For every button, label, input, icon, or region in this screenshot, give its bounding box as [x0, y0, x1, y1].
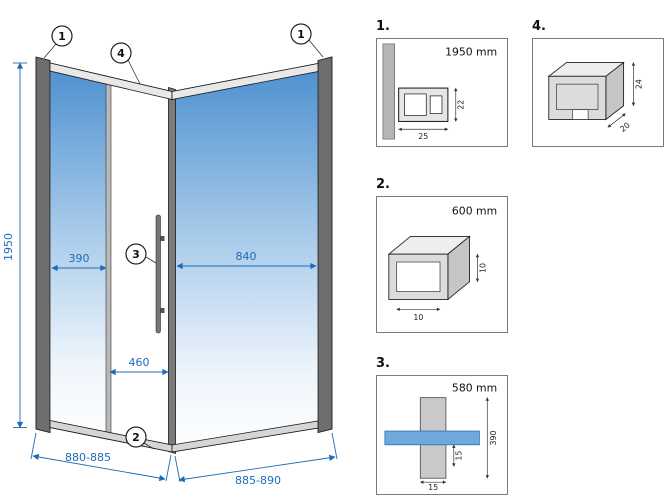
wall-profile-right — [317, 56, 333, 434]
detail-2-label: 2. — [376, 177, 390, 192]
handle-bracket-bottom — [159, 308, 165, 313]
callout-4-top-rail: 4 — [110, 42, 141, 85]
dim-height-label: 1950 — [2, 233, 15, 261]
dimension-width-front: 880-885 — [30, 432, 172, 482]
dimension-side-panel: 840 — [176, 250, 317, 270]
callout-1-left-number: 1 — [58, 30, 66, 43]
detail-3-label: 3. — [376, 356, 390, 371]
detail-2-dim-height: 10 — [478, 263, 487, 273]
sliding-door-glass — [107, 75, 173, 453]
dimension-door: 460 — [109, 356, 169, 376]
wall-profile-section — [398, 87, 449, 122]
corner-post — [168, 86, 176, 455]
callout-3-number: 3 — [132, 248, 140, 261]
detail-2-drawing: 600 mm 10 10 — [387, 205, 497, 322]
detail-2-size-label: 600 mm — [452, 205, 497, 218]
detail-4-dim-depth: 20 — [618, 121, 631, 134]
detail-3-dim-width: 15 — [428, 483, 438, 492]
glass-panel-section — [384, 430, 480, 446]
detail-1-dims: 22 25 — [398, 87, 466, 141]
callout-1-right-number: 1 — [297, 28, 305, 41]
door-handle — [155, 214, 165, 334]
dim-fixed-panel-label: 390 — [69, 252, 90, 265]
detail-1-label: 1. — [376, 19, 390, 34]
callout-2-number: 2 — [132, 431, 140, 444]
detail-3-size-label: 580 mm — [452, 382, 497, 395]
detail-4-label: 4. — [532, 19, 546, 34]
handle-bracket-top — [159, 236, 165, 241]
callout-2-bottom-rail: 2 — [125, 426, 155, 450]
handle-bar — [155, 214, 161, 334]
wall-section — [382, 43, 396, 140]
shower-enclosure-drawing: 1950 390 840 460 880-885 88 — [2, 23, 338, 487]
dim-width-side-label: 885-890 — [235, 474, 281, 487]
detail-4-dim-height: 24 — [634, 79, 643, 89]
callout-1-left: 1 — [43, 25, 73, 59]
callout-1-right: 1 — [290, 23, 324, 58]
detail-2-dim-width: 10 — [413, 313, 423, 322]
detail-2-dims: 10 10 — [396, 253, 487, 322]
dim-door-label: 460 — [129, 356, 150, 369]
detail-3-drawing: 580 mm 15 390 15 — [384, 382, 498, 492]
guide-profile-3d — [387, 235, 471, 301]
detail-1-dim-height: 22 — [457, 100, 466, 110]
detail-1-dim-width: 25 — [418, 132, 428, 141]
dim-width-front-label: 880-885 — [65, 451, 111, 464]
top-rail-profile-3d — [547, 61, 625, 121]
detail-1-box: 1950 mm 22 25 — [376, 38, 508, 147]
detail-3-dim-inset: 15 — [455, 451, 464, 461]
bottom-rail-side — [171, 420, 319, 453]
detail-1-drawing: 1950 mm 22 25 — [382, 43, 497, 141]
wall-profile-left — [35, 56, 51, 434]
top-rail-side — [171, 63, 319, 100]
door-mullion-profile — [105, 75, 112, 441]
detail-2-box: 600 mm 10 10 — [376, 196, 508, 333]
detail-4-box: 24 20 — [532, 38, 664, 147]
dimension-height: 1950 — [2, 62, 27, 429]
detail-1-size-label: 1950 mm — [445, 46, 497, 59]
detail-4-drawing: 24 20 — [547, 61, 643, 134]
callout-3-handle: 3 — [125, 243, 157, 265]
detail-3-box: 580 mm 15 390 15 — [376, 375, 508, 495]
dimension-width-side: 885-890 — [174, 432, 338, 487]
detail-3-dims: 15 390 15 — [419, 397, 498, 492]
dimension-fixed-panel: 390 — [51, 252, 107, 272]
detail-3-dim-length: 390 — [489, 430, 498, 445]
callout-4-number: 4 — [117, 47, 125, 60]
dim-side-panel-label: 840 — [236, 250, 257, 263]
